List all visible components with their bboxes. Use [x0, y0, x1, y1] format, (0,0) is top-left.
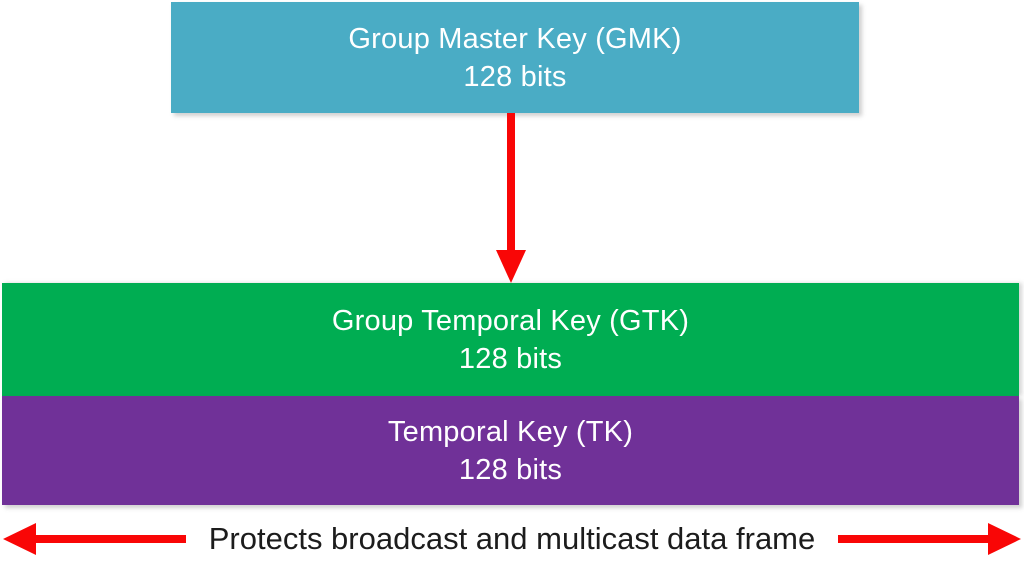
tk-box-bits: 128 bits	[458, 453, 563, 486]
gtk-box: Group Temporal Key (GTK) 128 bits	[2, 283, 1019, 396]
gtk-box-title: Group Temporal Key (GTK)	[331, 304, 690, 337]
left-arrow-shaft	[30, 535, 186, 543]
gmk-box: Group Master Key (GMK) 128 bits	[171, 2, 859, 113]
footer-label: Protects broadcast and multicast data fr…	[208, 521, 816, 556]
gtk-box-bits: 128 bits	[458, 342, 563, 375]
left-arrow-head	[3, 523, 36, 555]
right-arrow-shaft	[838, 535, 994, 543]
footer-annotation: Protects broadcast and multicast data fr…	[0, 521, 1024, 557]
right-arrow-icon	[838, 523, 1021, 555]
tk-box: Temporal Key (TK) 128 bits	[2, 396, 1019, 505]
down-arrow-head	[496, 250, 526, 283]
tk-box-title: Temporal Key (TK)	[387, 415, 634, 448]
down-arrow-icon	[496, 113, 526, 283]
left-arrow-icon	[3, 523, 186, 555]
down-arrow-shaft	[507, 113, 515, 253]
gmk-box-title: Group Master Key (GMK)	[348, 22, 682, 55]
gmk-box-bits: 128 bits	[463, 60, 567, 93]
right-arrow-head	[988, 523, 1021, 555]
